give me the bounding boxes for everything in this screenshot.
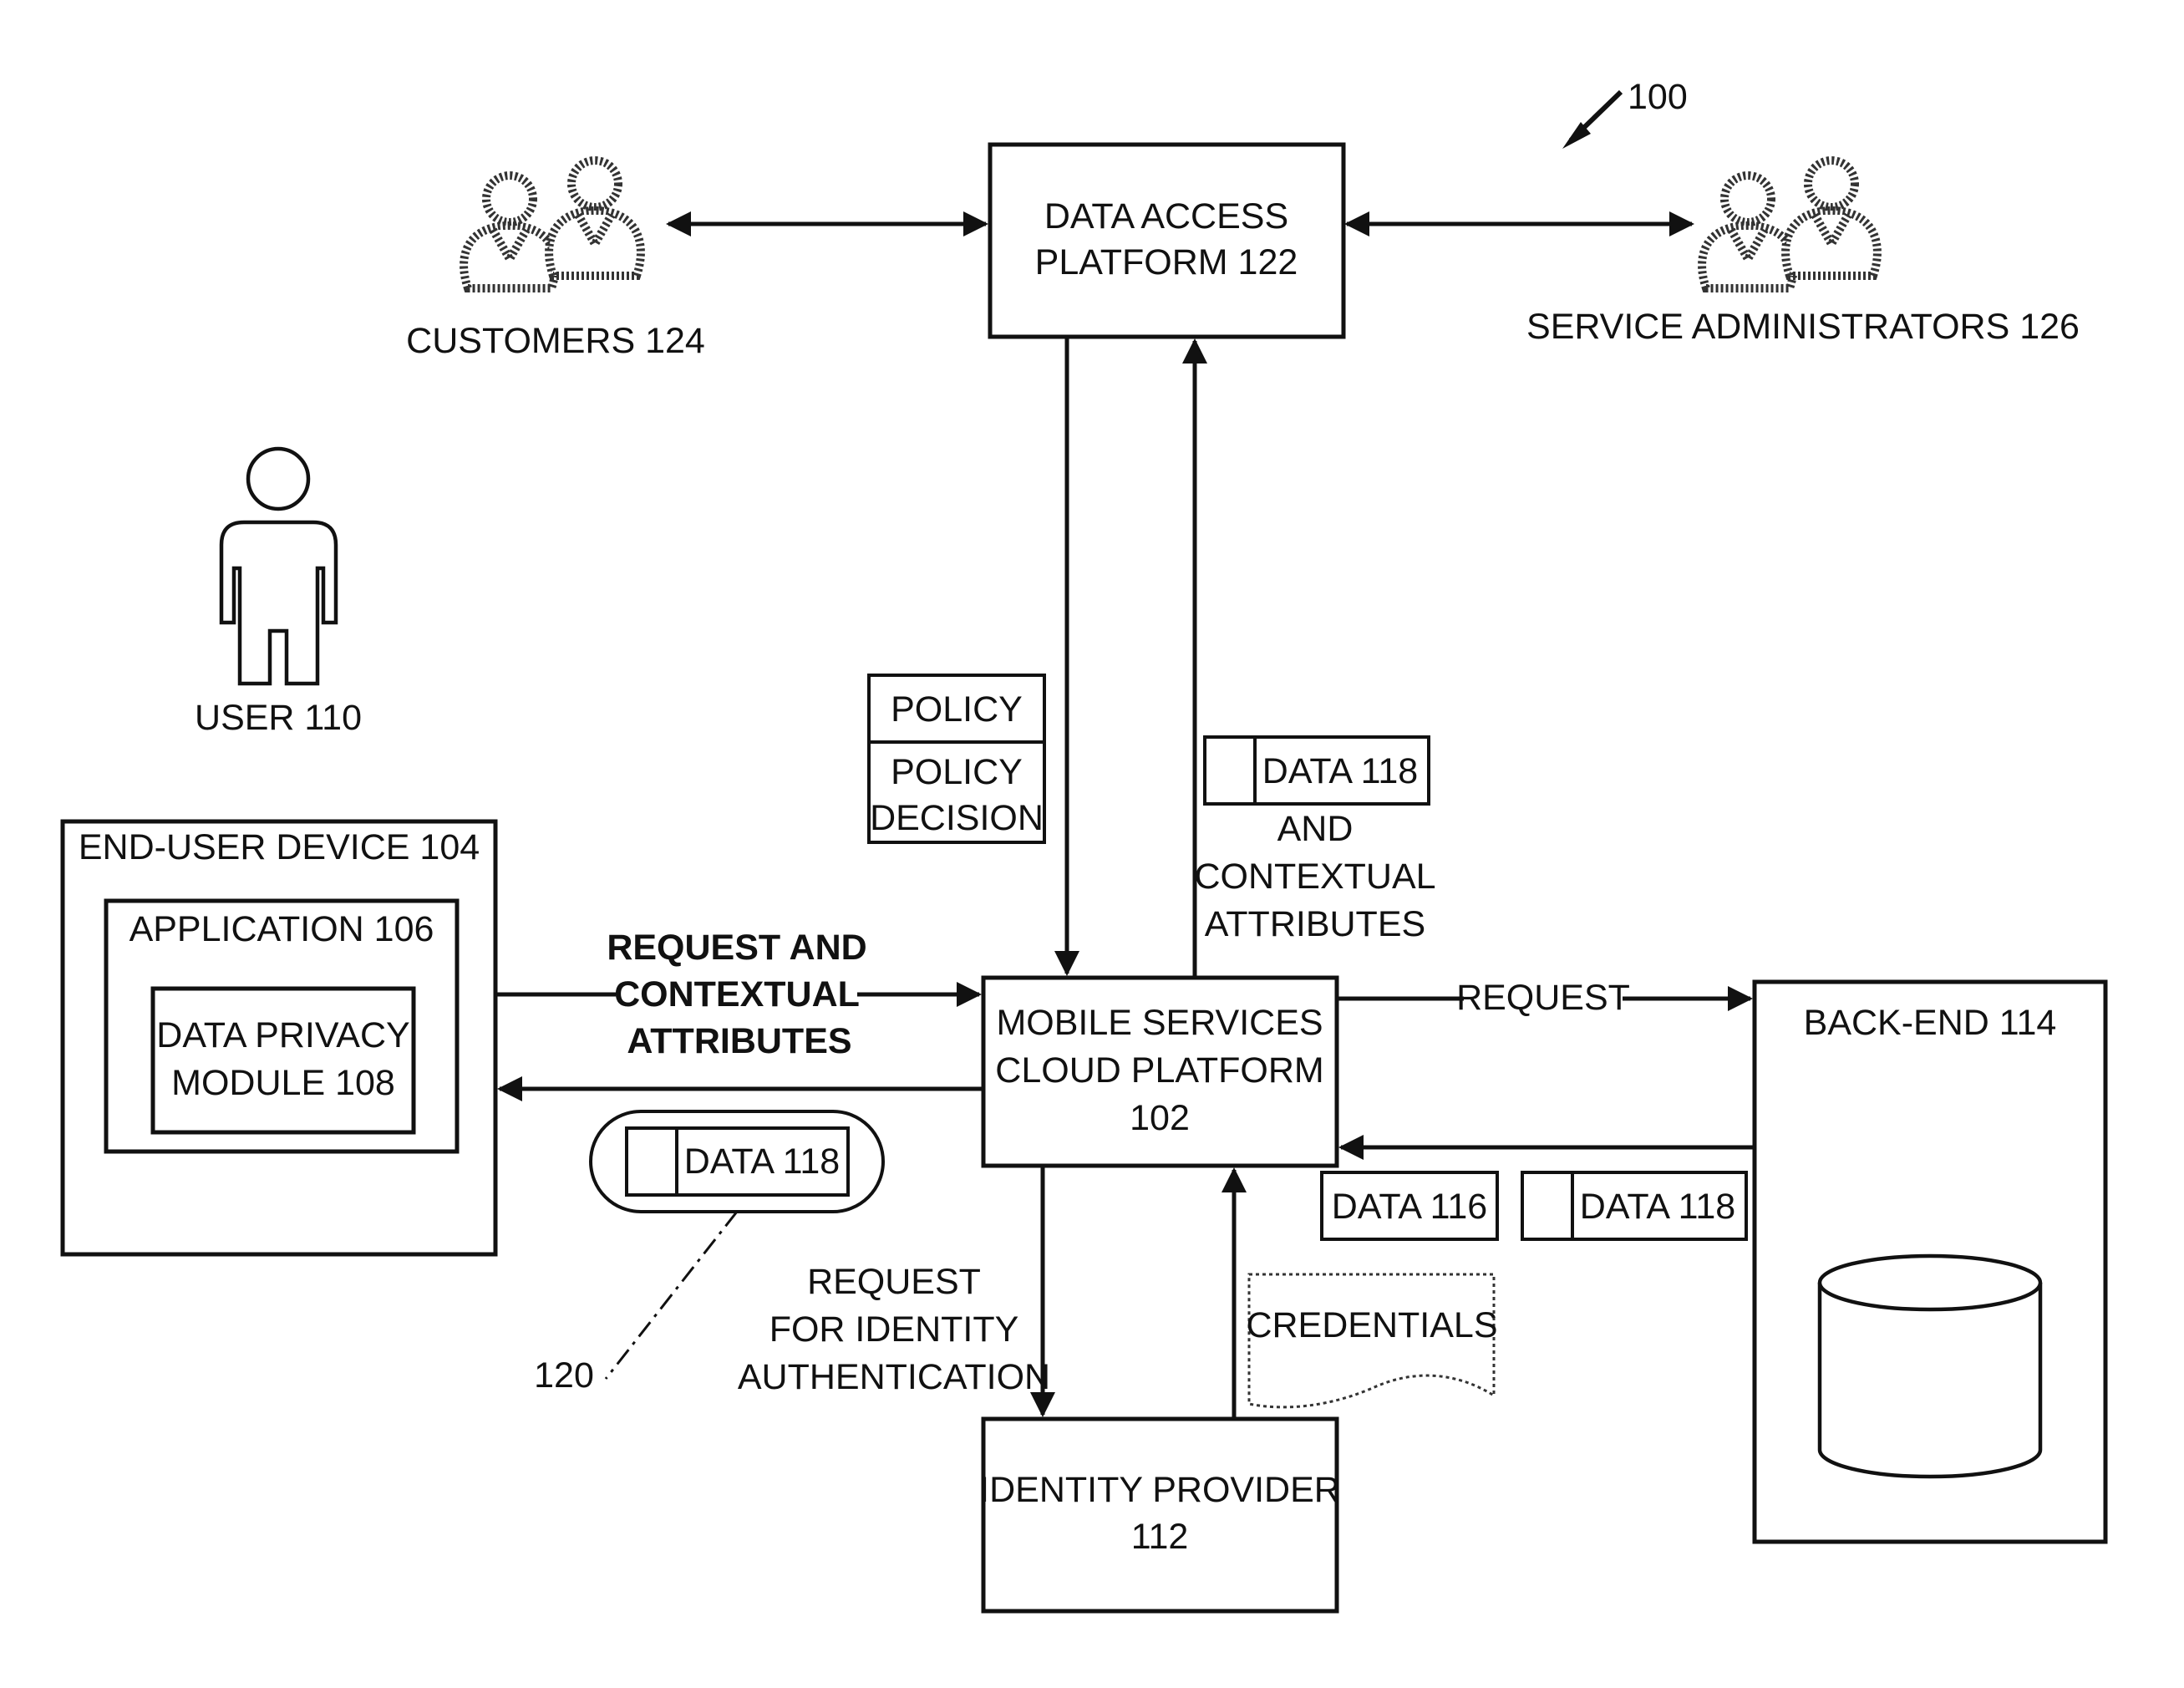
- data-118-lower: DATA 118: [1522, 1172, 1746, 1239]
- back-end-node[interactable]: BACK-END 114: [1755, 982, 2105, 1542]
- data-privacy-module-label-line1: DATA PRIVACY: [156, 1015, 409, 1055]
- data-privacy-module-label-line2: MODULE 108: [171, 1063, 395, 1103]
- service-administrators-node[interactable]: SERVICE ADMINISTRATORS 126: [1526, 160, 2080, 347]
- and-contextual-label-line2: CONTEXTUAL: [1194, 857, 1435, 897]
- identity-provider-label-line1: IDENTITY PROVIDER: [979, 1470, 1340, 1510]
- user-icon: [221, 449, 336, 684]
- request-identity-label-line3: AUTHENTICATION: [738, 1357, 1050, 1397]
- credentials-document: CREDENTIALS: [1246, 1274, 1497, 1407]
- figure-reference: 100: [1562, 77, 1688, 149]
- identity-provider-label-line2: 112: [1131, 1517, 1189, 1557]
- policy-label: POLICY: [891, 689, 1023, 730]
- data-access-platform-box: [990, 145, 1343, 337]
- policy-stack: POLICY POLICY DECISION: [869, 675, 1044, 842]
- figure-ref-label: 100: [1628, 77, 1688, 117]
- data-access-platform-node[interactable]: DATA ACCESS PLATFORM 122: [990, 145, 1343, 337]
- request-label: REQUEST: [1456, 978, 1630, 1018]
- customers-label: CUSTOMERS 124: [406, 321, 705, 361]
- mobile-services-label-line2: CLOUD PLATFORM: [995, 1050, 1323, 1091]
- mobile-services-label-line1: MOBILE SERVICES: [996, 1003, 1323, 1043]
- user-node[interactable]: USER 110: [195, 449, 362, 738]
- back-end-label: BACK-END 114: [1804, 1003, 2057, 1043]
- request-and-contextual-label-line1: REQUEST AND: [607, 928, 866, 968]
- application-label: APPLICATION 106: [130, 909, 434, 949]
- data-116-item: DATA 116: [1322, 1172, 1497, 1239]
- user-label: USER 110: [195, 698, 362, 738]
- mobile-services-node[interactable]: MOBILE SERVICES CLOUD PLATFORM 102: [983, 978, 1337, 1166]
- customers-icon: [464, 160, 641, 288]
- data-118-upper-label: DATA 118: [1262, 751, 1418, 791]
- data-privacy-module-node[interactable]: DATA PRIVACY MODULE 108: [153, 989, 414, 1132]
- ref-120-label: 120: [534, 1355, 594, 1396]
- customers-node[interactable]: CUSTOMERS 124: [406, 160, 705, 361]
- end-user-device-node[interactable]: END-USER DEVICE 104 APPLICATION 106 DATA…: [63, 821, 495, 1254]
- credentials-label: CREDENTIALS: [1246, 1305, 1497, 1345]
- policy-decision-label-line1: POLICY: [891, 752, 1023, 792]
- and-contextual-label-line1: AND: [1277, 809, 1354, 849]
- data-access-platform-label-line1: DATA ACCESS: [1044, 196, 1288, 236]
- and-contextual-label-line3: ATTRIBUTES: [1205, 904, 1425, 944]
- data-privacy-module-box: [153, 989, 414, 1132]
- data-118-lower-label: DATA 118: [1580, 1187, 1735, 1227]
- request-identity-label-line2: FOR IDENTITY: [769, 1309, 1019, 1350]
- service-administrators-label: SERVICE ADMINISTRATORS 126: [1526, 307, 2080, 347]
- data-118-upper: DATA 118: [1205, 737, 1429, 804]
- policy-decision-label-line2: DECISION: [870, 798, 1044, 838]
- service-administrators-icon: [1702, 160, 1877, 288]
- application-node[interactable]: APPLICATION 106 DATA PRIVACY MODULE 108: [106, 901, 457, 1152]
- identity-provider-box: [983, 1419, 1337, 1611]
- data-access-platform-label-line2: PLATFORM 122: [1035, 242, 1298, 282]
- database-icon: [1820, 1256, 2040, 1477]
- ref-120-leader: [606, 1212, 737, 1379]
- data-116-label: DATA 116: [1332, 1187, 1487, 1227]
- identity-provider-node[interactable]: IDENTITY PROVIDER 112: [979, 1419, 1340, 1611]
- request-identity-label-line1: REQUEST: [807, 1262, 981, 1302]
- data-118-capsule: DATA 118: [591, 1111, 883, 1212]
- request-and-contextual-label-line2: CONTEXTUAL: [614, 974, 860, 1014]
- end-user-device-label: END-USER DEVICE 104: [79, 827, 480, 867]
- data-118-capsule-label: DATA 118: [684, 1141, 840, 1182]
- request-and-contextual-label-line3: ATTRIBUTES: [627, 1021, 851, 1061]
- mobile-services-label-line3: 102: [1130, 1098, 1190, 1138]
